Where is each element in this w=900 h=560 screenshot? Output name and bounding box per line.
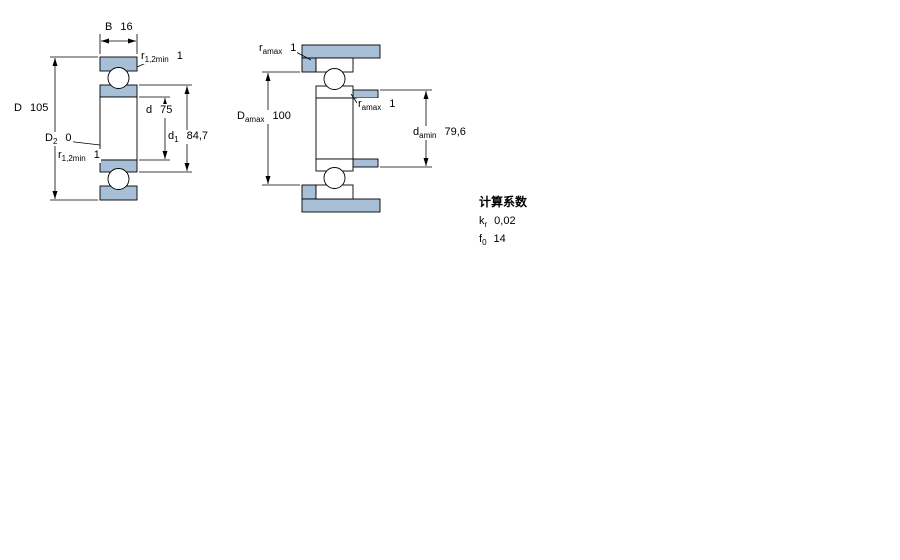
dim-value: 105 [29, 102, 49, 114]
extension-lines-B [99, 34, 138, 54]
dim-label-Damax: Damax 100 [236, 110, 292, 125]
dim-value: 1 [389, 98, 396, 110]
dim-symbol: r [358, 98, 362, 110]
dim-subscript: amin [419, 131, 437, 141]
dim-label-d1: d1 84,7 [167, 130, 209, 145]
housing-top [301, 44, 381, 59]
left-dimension-lines [50, 34, 192, 201]
leader-ramax-shaft [350, 93, 358, 104]
left-bearing-cross-section [99, 56, 138, 201]
right-dimension-lines [262, 51, 432, 186]
housing-shoulder-top [301, 57, 317, 73]
factor-subscript: 0 [482, 238, 487, 248]
right-mounting-drawing [301, 44, 381, 213]
dim-value: 1 [290, 42, 297, 54]
dim-symbol: D [45, 132, 53, 144]
dim-subscript: 1,2min [61, 154, 86, 164]
extension-lines-Damax [262, 71, 300, 186]
dim-symbol: r [259, 42, 263, 54]
dim-value: 100 [272, 110, 291, 122]
dim-label-damin: damin 79,6 [412, 126, 467, 141]
factor-f0: f0 14 [479, 233, 506, 247]
bore-section [99, 96, 138, 161]
dim-value: 0 [65, 132, 72, 144]
dim-subscript: amax [361, 103, 382, 113]
extension-lines-d1 [139, 84, 192, 173]
dim-subscript: amax [244, 115, 265, 125]
ball-top-right [323, 68, 346, 90]
shaft-shoulder-bottom [352, 158, 379, 168]
factor-symbol: k [479, 215, 485, 227]
dim-symbol: D [14, 102, 22, 114]
extension-lines-D [50, 56, 98, 201]
dim-label-r12min-bottom: r1,2min 1 [57, 149, 101, 164]
extension-lines-d [139, 96, 170, 161]
housing-shoulder-bottom [301, 184, 317, 200]
calculation-factors-title: 计算系数 [479, 195, 528, 209]
dim-subscript: 2 [52, 137, 58, 147]
dim-label-ramax-top: ramax 1 [258, 42, 298, 57]
dim-subscript: 1,2min [144, 55, 169, 65]
ball-top [107, 67, 130, 89]
leader-ramax-top [295, 51, 312, 61]
dim-value: 75 [160, 104, 173, 116]
dim-symbol: r [58, 149, 62, 161]
factor-subscript: r [484, 220, 488, 230]
shaft-shoulder-top [352, 89, 379, 99]
dim-label-B-width: B 16 [104, 21, 134, 36]
ball-bottom-right [323, 167, 346, 189]
bore-outline [315, 97, 354, 160]
dim-symbol: d [146, 104, 153, 116]
dim-label-r12min-top: r1,2min 1 [140, 50, 184, 65]
dim-value: 79,6 [444, 126, 466, 138]
dim-label-D-outer-diameter: D 105 [13, 102, 50, 117]
dim-subscript: amax [262, 47, 283, 57]
dim-label-ramax-shaft: ramax 1 [357, 98, 397, 113]
ball-bottom [107, 168, 130, 190]
dim-symbol: d [413, 126, 420, 138]
dim-subscript: 1 [174, 135, 179, 145]
housing-bottom [301, 198, 381, 213]
extension-lines-damin [380, 89, 432, 168]
dim-value: 1 [93, 149, 100, 161]
dim-value: 16 [120, 21, 133, 33]
factor-kr: kr 0,02 [479, 215, 516, 229]
factor-value: 14 [493, 233, 506, 245]
dim-symbol: d [168, 130, 175, 142]
dim-label-d-bore: d 75 [145, 104, 174, 119]
dim-symbol: r [141, 50, 145, 62]
dim-symbol: B [105, 21, 113, 33]
dim-value: 84,7 [186, 130, 208, 142]
dim-value: 1 [176, 50, 183, 62]
factor-symbol: f [479, 233, 483, 245]
factor-value: 0,02 [494, 215, 516, 227]
dim-symbol: D [237, 110, 245, 122]
